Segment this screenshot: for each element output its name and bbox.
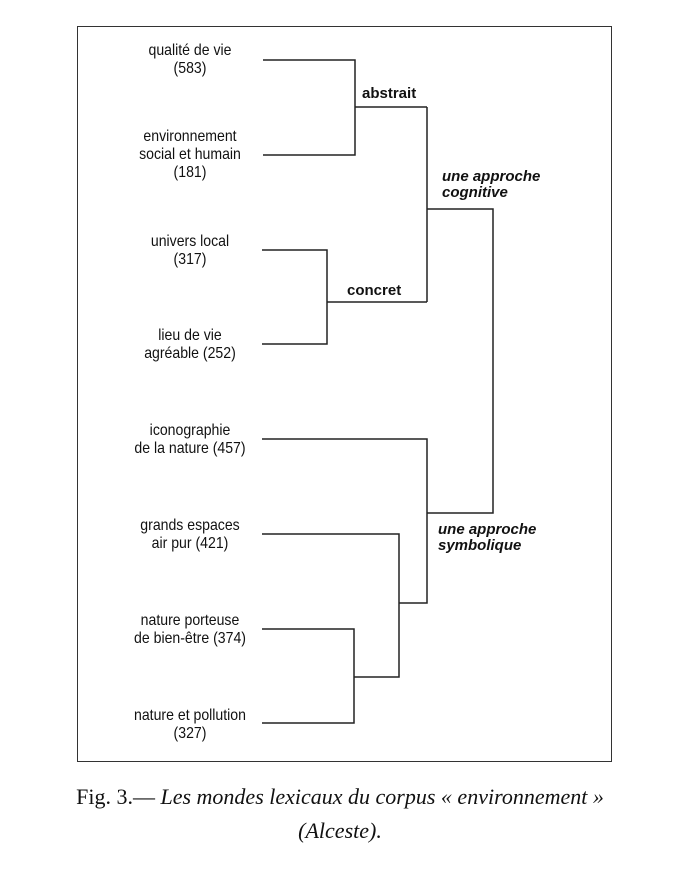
caption-source: (Alceste).	[298, 818, 382, 843]
branch-qualite	[263, 59, 356, 156]
branch-grands-espaces	[262, 533, 400, 678]
node-label: une approche	[438, 521, 537, 538]
caption-title: Les mondes lexicaux du corpus « environn…	[160, 784, 604, 809]
leaf-label: nature et pollution	[134, 707, 246, 724]
branch-nature	[262, 628, 355, 724]
node-label: cognitive	[442, 184, 508, 201]
leaf-label: univers local	[150, 233, 230, 250]
node-label: une approche	[442, 168, 541, 185]
node-cognitive: une approche cognitive	[442, 169, 540, 201]
figure-caption: Fig. 3.— Les mondes lexicaux du corpus «…	[0, 780, 680, 848]
caption-prefix: Fig. 3.—	[76, 784, 161, 809]
node-symbolique: une approche symbolique	[438, 522, 536, 554]
leaf-grands-espaces: grands espaces air pur (421)	[106, 517, 273, 553]
leaf-label: de la nature (457)	[134, 440, 246, 457]
figure-frame	[77, 26, 612, 762]
leaf-univers-local: univers local (317)	[106, 233, 273, 269]
leaf-lieu-de-vie: lieu de vie agréable (252)	[106, 327, 273, 363]
leaf-label: iconographie	[149, 422, 231, 439]
node-abstrait: abstrait	[362, 85, 417, 102]
leaf-label: social et humain	[139, 146, 241, 163]
leaf-count: (317)	[173, 251, 207, 268]
leaf-label: lieu de vie	[158, 327, 222, 344]
leaf-label: de bien-être (374)	[134, 630, 246, 647]
leaf-count: (583)	[173, 60, 207, 77]
branch-concret-leaves	[262, 249, 328, 345]
leaf-label: environnement	[143, 128, 237, 145]
leaf-label: grands espaces	[140, 517, 240, 534]
leaf-nature-porteuse: nature porteuse de bien-être (374)	[106, 612, 273, 648]
leaf-qualite-de-vie: qualité de vie (583)	[106, 42, 273, 78]
leaf-label: qualité de vie	[148, 42, 232, 59]
leaf-count: (327)	[173, 725, 207, 742]
leaf-nature-pollution: nature et pollution (327)	[106, 707, 273, 743]
leaf-count: (181)	[173, 164, 207, 181]
leaf-label: agréable (252)	[144, 345, 236, 362]
node-label: symbolique	[438, 537, 522, 554]
leaf-iconographie: iconographie de la nature (457)	[106, 422, 273, 458]
leaf-environnement-social: environnement social et humain (181)	[106, 128, 273, 182]
leaf-label: nature porteuse	[140, 612, 240, 629]
leaf-label: air pur (421)	[151, 535, 229, 552]
node-concret: concret	[347, 282, 402, 299]
branch-iconographie	[262, 438, 428, 604]
branch-cognitive	[426, 107, 494, 514]
